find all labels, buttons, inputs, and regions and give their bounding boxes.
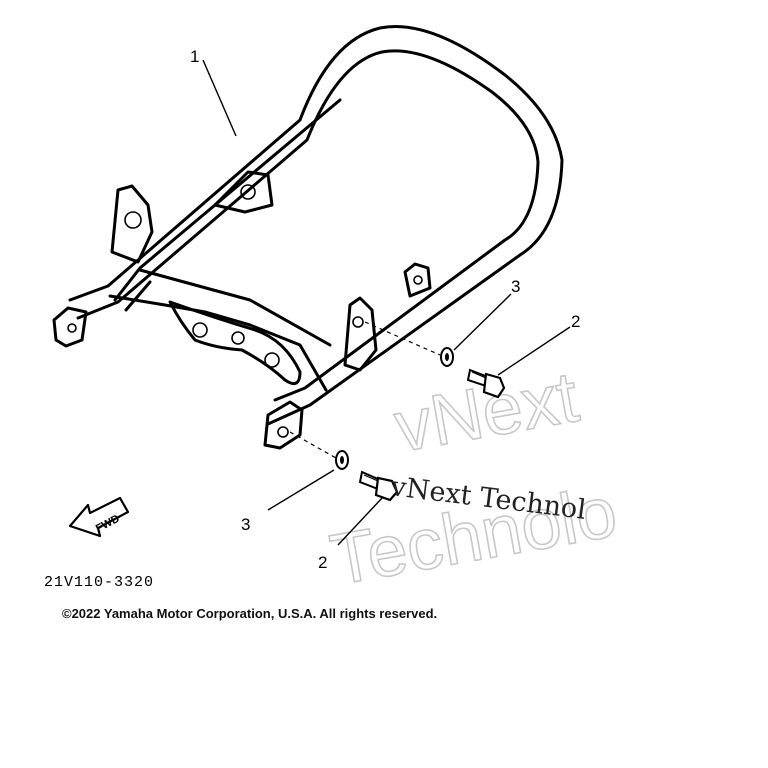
washer-upper <box>440 347 454 367</box>
leader-washer-lower <box>267 469 335 511</box>
bolt-upper <box>466 368 506 399</box>
bolt-lower <box>358 470 399 502</box>
callout-1: 1 <box>190 47 199 66</box>
callout-3-lower: 3 <box>241 515 250 534</box>
leader-washer-upper <box>453 293 512 351</box>
leader-bolt-lower <box>337 496 384 546</box>
rear-carrier-frame <box>52 25 564 450</box>
diagram-code: 21V110-3320 <box>44 574 154 591</box>
callout-2-upper: 2 <box>571 312 580 331</box>
fwd-arrow-icon: FWD <box>68 496 130 538</box>
washer-lower <box>335 450 349 470</box>
callout-2-lower: 2 <box>318 553 327 572</box>
leader-frame <box>202 59 237 137</box>
callout-3-upper: 3 <box>511 277 520 296</box>
copyright-notice: ©2022 Yamaha Motor Corporation, U.S.A. A… <box>62 606 437 621</box>
leader-bolt-upper <box>497 326 571 376</box>
